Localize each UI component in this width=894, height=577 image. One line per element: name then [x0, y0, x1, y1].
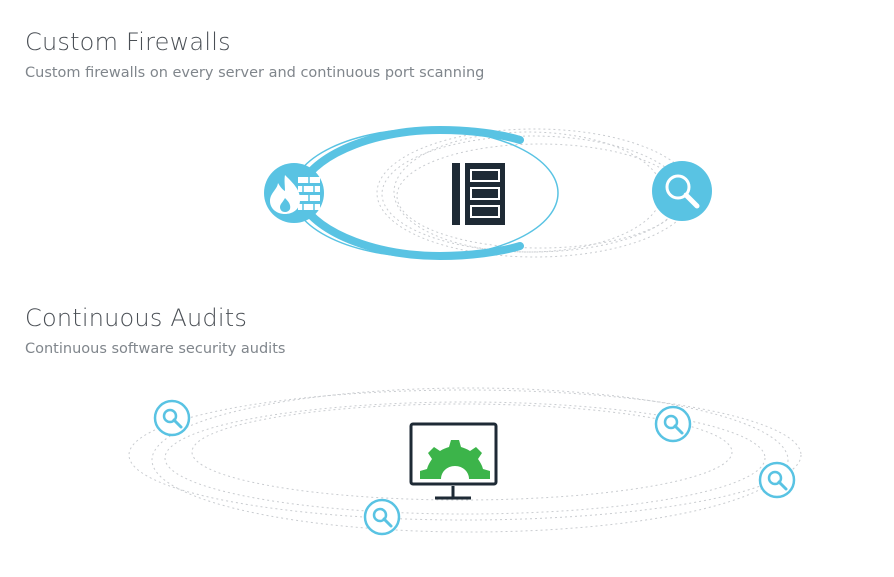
orbit-ring — [191, 403, 733, 501]
search-icon — [363, 498, 401, 536]
gear-icon — [420, 440, 490, 479]
audits-subtitle: Continuous software security audits — [25, 341, 286, 357]
orbit-ring — [381, 135, 683, 253]
server-icon — [452, 163, 505, 225]
firewall-icon — [264, 163, 324, 223]
orbit-ring — [128, 389, 802, 521]
firewall-ring — [291, 125, 559, 261]
search-icon — [758, 461, 796, 499]
audit-illustration — [128, 387, 802, 536]
firewalls-subtitle: Custom firewalls on every server and con… — [25, 65, 485, 81]
firewalls-title: Custom Firewalls — [25, 28, 231, 56]
firewall-illustration — [264, 125, 712, 261]
port-scan-orbits — [376, 128, 694, 258]
audits-title: Continuous Audits — [25, 304, 248, 332]
orbit-ring — [376, 128, 694, 258]
orbit-ring — [164, 401, 766, 515]
search-icon — [652, 161, 712, 221]
search-icon — [153, 399, 191, 437]
audit-orbits — [128, 387, 802, 533]
search-icon — [654, 405, 692, 443]
orbit-ring — [151, 387, 789, 533]
audits-section: Continuous Audits Continuous software se… — [0, 290, 894, 577]
firewalls-section: Custom Firewalls Custom firewalls on eve… — [25, 28, 712, 261]
